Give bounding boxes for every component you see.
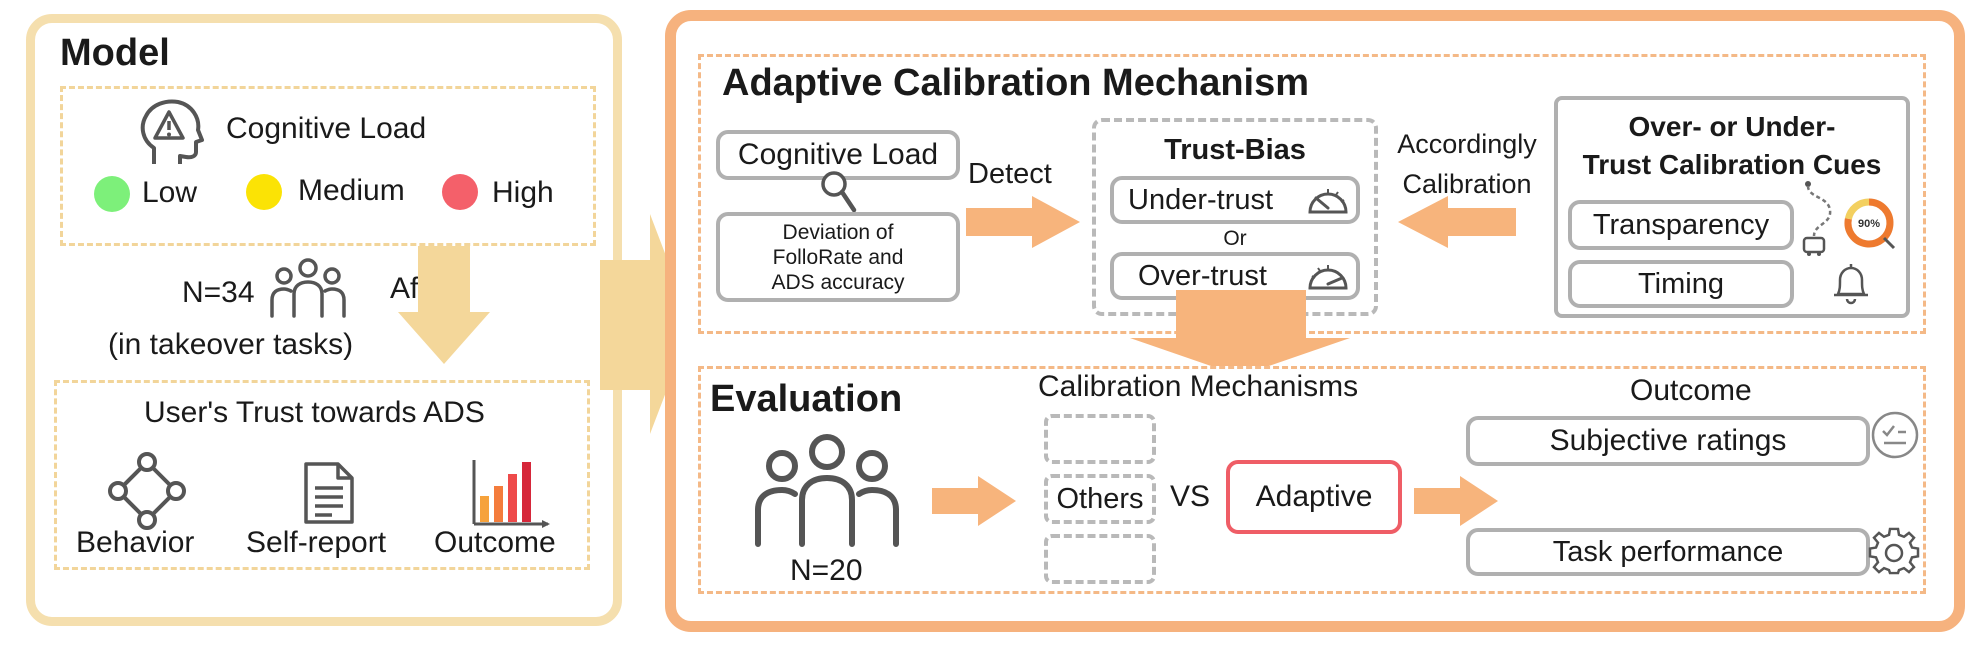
cues-title-line-1: Over- or Under-: [1628, 111, 1836, 142]
outcome-label: Outcome: [1630, 374, 1752, 407]
mechanism-slot-top: [1044, 414, 1156, 464]
self-report-label: Self-report: [246, 526, 387, 559]
high-label: High: [492, 176, 554, 209]
bar-chart-icon: [472, 460, 550, 528]
transparency-box: Transparency: [1568, 200, 1794, 250]
calibration-arrow: [1398, 196, 1516, 248]
adaptive-box: Adaptive: [1226, 460, 1402, 534]
n34-label: N=34: [182, 276, 255, 309]
cues-title-line-2: Trust Calibration Cues: [1582, 149, 1882, 180]
trust-group: [54, 380, 590, 570]
deviation-line-2: FolloRate and: [772, 245, 904, 269]
mechanism-to-evaluation-arrow: [1130, 290, 1350, 376]
low-dot: [94, 176, 130, 212]
calibration-mechanisms-label: Calibration Mechanisms: [1038, 370, 1359, 403]
people-group-icon: [270, 258, 346, 318]
takeover-tasks-label: (in takeover tasks): [108, 328, 354, 361]
gauge-percent-text: 90%: [1858, 218, 1880, 230]
percentage-gauge-icon: 90%: [1844, 198, 1896, 250]
detect-label: Detect: [968, 158, 1052, 190]
checklist-icon: [1871, 411, 1919, 459]
high-dot: [442, 174, 478, 210]
participants-arrow: [932, 476, 1016, 526]
detect-arrow: [966, 196, 1080, 248]
evaluation-title: Evaluation: [710, 378, 903, 420]
model-title: Model: [60, 32, 170, 74]
affect-arrow: [398, 246, 490, 364]
behavior-label: Behavior: [76, 526, 195, 559]
calibration-label-line-2: Calibration: [1402, 169, 1532, 199]
outcome-arrow: [1414, 476, 1498, 526]
gear-icon: [1868, 527, 1920, 575]
cues-title: Over- or Under- Trust Calibration Cues: [1554, 108, 1910, 184]
bell-icon: [1834, 264, 1868, 305]
over-trust-label: Over-trust: [1138, 259, 1267, 292]
deviation-box: Deviation of FolloRate and ADS accuracy: [716, 212, 960, 302]
under-trust-label: Under-trust: [1128, 183, 1274, 216]
deviation-line-1: Deviation of: [782, 220, 894, 244]
under-trust-box: Under-trust: [1110, 176, 1360, 224]
route-car-icon: [1802, 181, 1832, 256]
deviation-line-3: ADS accuracy: [771, 270, 905, 294]
n20-label: N=20: [790, 554, 863, 587]
others-box: Others: [1044, 474, 1156, 524]
calibration-label: Accordingly Calibration: [1380, 124, 1554, 204]
trust-bias-title: Trust-Bias: [1164, 134, 1306, 166]
document-icon: [304, 462, 354, 524]
medium-label: Medium: [298, 174, 405, 207]
mechanism-title: Adaptive Calibration Mechanism: [722, 62, 1310, 104]
speedometer-low-icon: [1308, 189, 1348, 214]
outcome-measure-label: Outcome: [434, 526, 556, 559]
calibration-label-line-1: Accordingly: [1397, 129, 1537, 159]
medium-dot: [246, 174, 282, 210]
trust-label: User's Trust towards ADS: [144, 396, 485, 429]
timing-box: Timing: [1568, 260, 1794, 308]
low-label: Low: [142, 176, 198, 209]
participants-group-icon: [755, 434, 899, 547]
mechanism-slot-bottom: [1044, 534, 1156, 584]
magnifier-icon: [821, 171, 857, 213]
or-label: Or: [1223, 227, 1247, 250]
speedometer-high-icon: [1308, 265, 1348, 290]
behavior-network-icon: [108, 452, 186, 530]
head-warning-icon: [140, 99, 204, 164]
cognitive-load-label: Cognitive Load: [226, 112, 427, 145]
task-performance-box: Task performance: [1466, 528, 1870, 576]
vs-label: VS: [1170, 480, 1211, 513]
subjective-ratings-box: Subjective ratings: [1466, 416, 1870, 466]
